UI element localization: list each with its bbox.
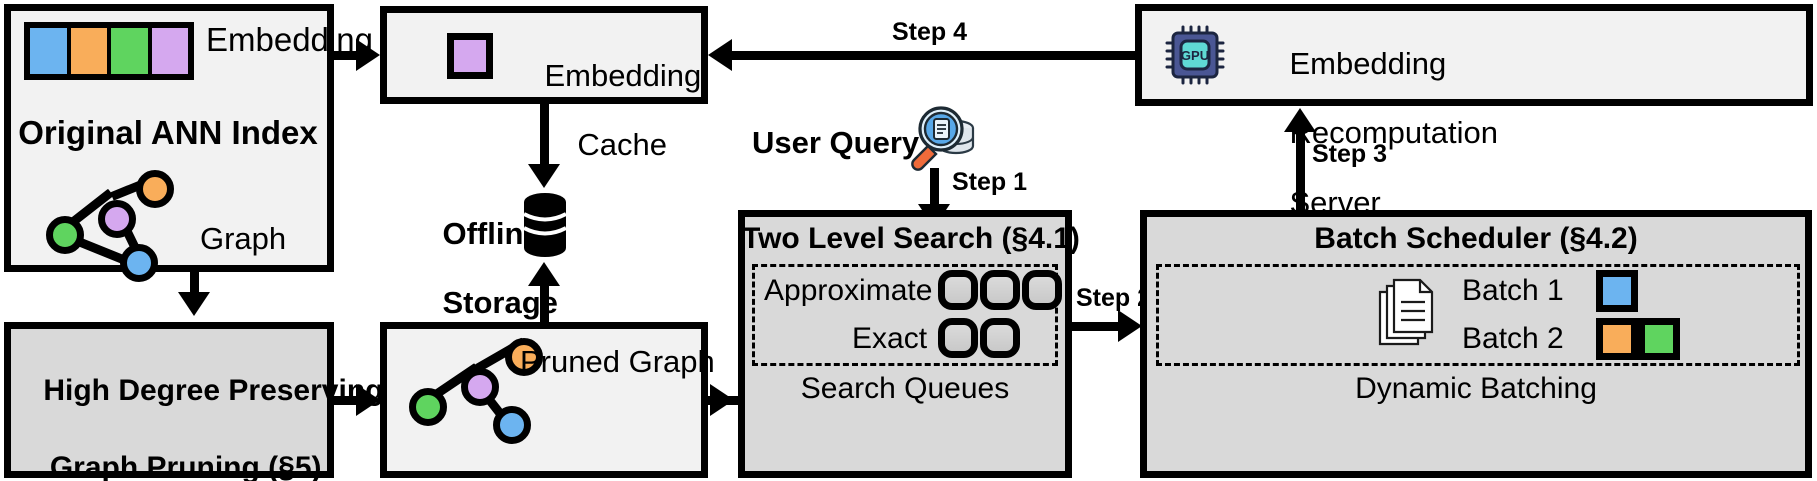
graph-node-green bbox=[46, 216, 84, 254]
arrow-step-2 bbox=[1072, 322, 1128, 331]
arrowhead-step-2 bbox=[1118, 310, 1142, 342]
batch-1-item-0 bbox=[1596, 270, 1638, 312]
arrowhead-step-4 bbox=[708, 39, 732, 71]
pruned-node-orange bbox=[505, 338, 543, 376]
arrow-step-4 bbox=[730, 51, 1138, 60]
arrowhead-step-3 bbox=[1284, 108, 1316, 132]
batch-scheduler-title: Batch Scheduler (§4.2) bbox=[1314, 222, 1638, 255]
approximate-slot-1[interactable] bbox=[980, 270, 1020, 310]
batch-scheduler-box bbox=[1140, 210, 1812, 478]
original-ann-index-label: Original ANN Index bbox=[18, 114, 318, 151]
embedding-cell-1 bbox=[70, 28, 111, 74]
exact-slot-1[interactable] bbox=[980, 318, 1020, 358]
embedding-cell-3 bbox=[151, 28, 188, 74]
pruned-node-purple bbox=[461, 368, 499, 406]
step-1-label: Step 1 bbox=[952, 168, 1028, 196]
dynamic-batching-footer: Dynamic Batching bbox=[1355, 372, 1597, 405]
arrow-step-1 bbox=[930, 168, 939, 210]
arrow-pruned-to-storage bbox=[540, 286, 549, 328]
arrow-index-to-pruning bbox=[190, 272, 199, 298]
graph-node-blue bbox=[120, 244, 158, 282]
arrowhead-cache-to-storage bbox=[528, 164, 560, 188]
search-database-icon bbox=[911, 106, 975, 171]
dynamic-batching-dashed-area bbox=[1156, 264, 1800, 366]
pruned-node-blue bbox=[493, 406, 531, 444]
arrow-pruning-to-pruned bbox=[334, 396, 364, 405]
graph-pruning-box bbox=[4, 322, 334, 478]
batch-2-label: Batch 2 bbox=[1462, 322, 1564, 355]
batch-1-label: Batch 1 bbox=[1462, 274, 1564, 307]
arrowhead-index-to-cache bbox=[356, 39, 380, 71]
batch-2-item-1 bbox=[1638, 318, 1680, 360]
graph-pruning-line-2: Graph Pruning (§5) bbox=[49, 451, 322, 481]
pruned-graph bbox=[405, 337, 545, 446]
batch-2-item-0 bbox=[1596, 318, 1638, 360]
approximate-label: Approximate bbox=[764, 274, 933, 307]
arrowhead-pruning-to-pruned bbox=[356, 384, 380, 416]
embedding-strip bbox=[24, 22, 194, 80]
two-level-search-title: Two Level Search (§4.1) bbox=[742, 222, 1080, 255]
search-queues-dashed-area bbox=[752, 264, 1058, 366]
svg-text:GPU: GPU bbox=[1181, 48, 1209, 63]
embedding-cache-swatch bbox=[447, 33, 493, 79]
exact-slot-0[interactable] bbox=[938, 318, 978, 358]
documents-icon bbox=[1378, 278, 1434, 346]
embedding-cache-label: Embedding Cache bbox=[510, 24, 702, 198]
graph-label: Graph bbox=[200, 221, 287, 256]
embedding-cache-line-1: Embedding bbox=[544, 57, 702, 93]
database-icon bbox=[523, 193, 567, 257]
pruned-node-green bbox=[409, 388, 447, 426]
embedding-cell-2 bbox=[111, 28, 152, 74]
pruned-graph-box bbox=[380, 322, 708, 478]
recomputation-server-line-1: Embedding bbox=[1289, 45, 1447, 81]
graph-node-orange bbox=[136, 170, 174, 208]
step-2-label: Step 2 bbox=[1076, 284, 1152, 312]
arrow-cache-to-storage bbox=[540, 104, 549, 170]
exact-label: Exact bbox=[852, 322, 928, 355]
recomputation-server-box bbox=[1135, 4, 1813, 106]
arrowhead-index-to-pruning bbox=[178, 292, 210, 316]
search-queues-footer: Search Queues bbox=[800, 372, 1010, 405]
original-graph bbox=[40, 170, 174, 282]
arrow-index-to-cache bbox=[334, 51, 364, 60]
user-query-label: User Query bbox=[752, 125, 920, 160]
gpu-chip-icon: GPU bbox=[1165, 25, 1225, 85]
step-3-label: Step 3 bbox=[1312, 140, 1388, 168]
approximate-slot-2[interactable] bbox=[1022, 270, 1062, 310]
graph-pruning-label: High Degree Preserving Graph Pruning (§5… bbox=[10, 334, 383, 481]
offline-storage-line-2: Storage bbox=[442, 285, 558, 321]
embedding-cell-0 bbox=[30, 28, 71, 74]
graph-pruning-line-1: High Degree Preserving bbox=[43, 374, 384, 408]
pruned-graph-label: Pruned Graph bbox=[520, 344, 715, 379]
graph-node-purple bbox=[98, 200, 136, 238]
arrowhead-pruned-to-storage bbox=[528, 262, 560, 286]
embedding-cache-line-2: Cache bbox=[577, 127, 668, 163]
recomputation-server-line-2: Recomputation bbox=[1289, 115, 1498, 151]
embedding-cache-box bbox=[380, 6, 708, 104]
arrow-step-3 bbox=[1296, 132, 1305, 216]
arrowhead-pruned-to-search bbox=[710, 384, 734, 416]
approximate-slot-0[interactable] bbox=[938, 270, 978, 310]
step-4-label: Step 4 bbox=[892, 18, 968, 46]
